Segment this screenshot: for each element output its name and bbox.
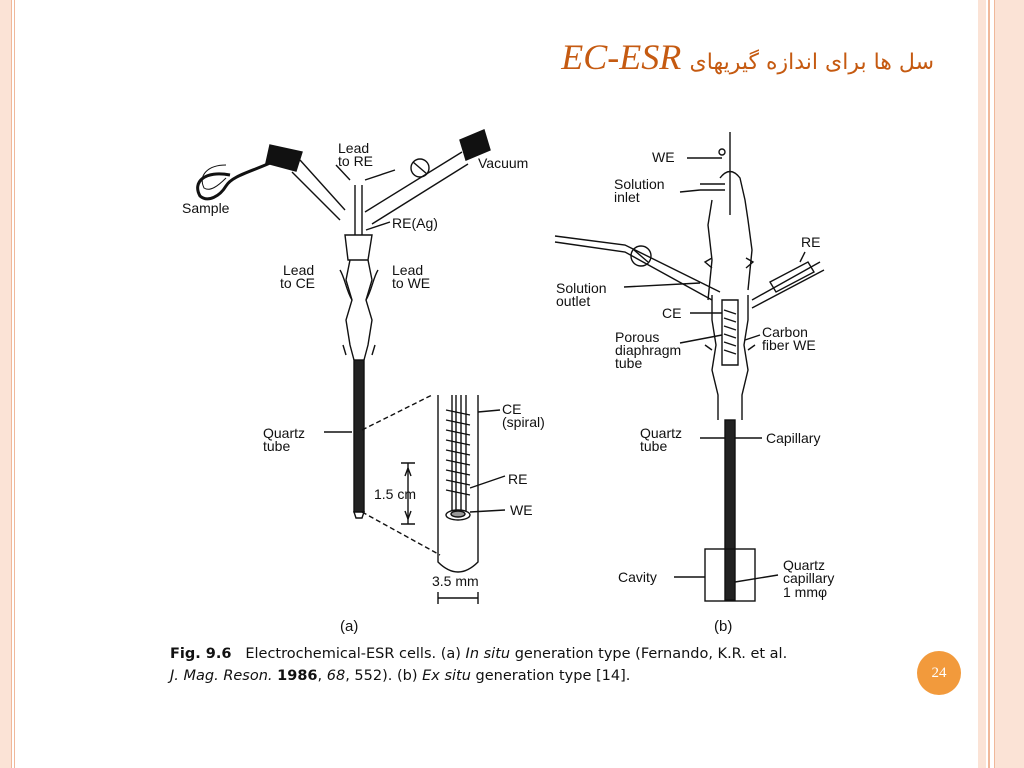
label-a-lead-ce-2: to CE [280, 275, 315, 291]
label-a-lead-re-1: Lead [338, 140, 369, 156]
label-a-ce-spiral-2: (spiral) [502, 414, 545, 430]
diagram-b-drawing [554, 132, 825, 602]
caption-text-1: Electrochemical-ESR cells. (a) [245, 646, 466, 662]
caption-journal: J. Mag. Reson. [170, 668, 273, 684]
label-b-cavity: Cavity [618, 569, 657, 585]
label-b-porous-1: Porous [615, 329, 659, 345]
label-b-porous-2: diaphragm [615, 342, 681, 358]
label-a-lead-ce-1: Lead [283, 262, 314, 278]
label-b-inlet-1: Solution [614, 176, 665, 192]
caption-volume: 68 [326, 668, 346, 684]
label-a-sample: Sample [182, 200, 230, 216]
diagram-a-labels: Lead to RE Vacuum Sample RE(Ag) Lead to … [182, 140, 545, 635]
caption-in-situ: In situ [465, 646, 511, 662]
title-english: EC-ESR [561, 37, 682, 77]
label-b-outlet-1: Solution [556, 280, 607, 296]
label-b-qcap-1: Quartz [783, 557, 825, 573]
diagram-a-drawing [196, 129, 506, 604]
title-persian: سل ها برای اندازه گیریهای [689, 50, 934, 75]
panel-label-a: (a) [340, 618, 358, 635]
label-a-quartz-1: Quartz [263, 425, 305, 441]
page-number-badge: 24 [917, 651, 961, 695]
label-b-outlet-2: outlet [556, 293, 590, 309]
caption-text-4: generation type [14]. [470, 668, 631, 684]
label-a-diameter: 3.5 mm [432, 573, 479, 589]
label-b-capillary: Capillary [766, 430, 820, 446]
caption-fig-number: Fig. 9.6 [170, 646, 232, 662]
label-b-qcap-3: 1 mmφ [783, 584, 827, 600]
figure-caption: Fig. 9.6 Electrochemical-ESR cells. (a) … [170, 646, 788, 684]
label-b-carbon-1: Carbon [762, 324, 808, 340]
label-b-we: WE [652, 149, 675, 165]
label-a-re-ag: RE(Ag) [392, 215, 438, 231]
right-border-line-1 [988, 0, 990, 768]
label-a-lead-we-1: Lead [392, 262, 423, 278]
right-border-stripe-2 [994, 0, 1024, 768]
label-b-qcap-2: capillary [783, 570, 834, 586]
right-border-stripe-1 [978, 0, 986, 768]
caption-ex-situ: Ex situ [422, 668, 471, 684]
label-a-length: 1.5 cm [374, 486, 416, 502]
label-a-we: WE [510, 502, 533, 518]
diagram-b-labels: WE Solution inlet RE Solution outlet CE … [556, 149, 834, 635]
label-a-ce-spiral-1: CE [502, 401, 521, 417]
label-b-quartz-1: Quartz [640, 425, 682, 441]
caption-year: 1986 [277, 668, 318, 684]
left-border [0, 0, 12, 768]
caption-text-2: generation type (Fernando, K.R. et al. [510, 646, 788, 662]
caption-text-3: , 552). (b) [345, 668, 423, 684]
slide-title: سل ها برای اندازه گیریهای EC-ESR [561, 36, 934, 78]
label-b-ce: CE [662, 305, 681, 321]
label-b-inlet-2: inlet [614, 189, 640, 205]
label-a-lead-re-2: to RE [338, 153, 373, 169]
left-border-line [14, 0, 15, 768]
label-b-porous-3: tube [615, 355, 642, 371]
label-b-quartz-2: tube [640, 438, 667, 454]
label-a-vacuum: Vacuum [478, 155, 528, 171]
label-a-quartz-2: tube [263, 438, 290, 454]
label-a-re: RE [508, 471, 527, 487]
panel-label-b: (b) [714, 618, 732, 635]
label-a-lead-we-2: to WE [392, 275, 430, 291]
label-b-re: RE [801, 234, 820, 250]
label-b-carbon-2: fiber WE [762, 337, 816, 353]
